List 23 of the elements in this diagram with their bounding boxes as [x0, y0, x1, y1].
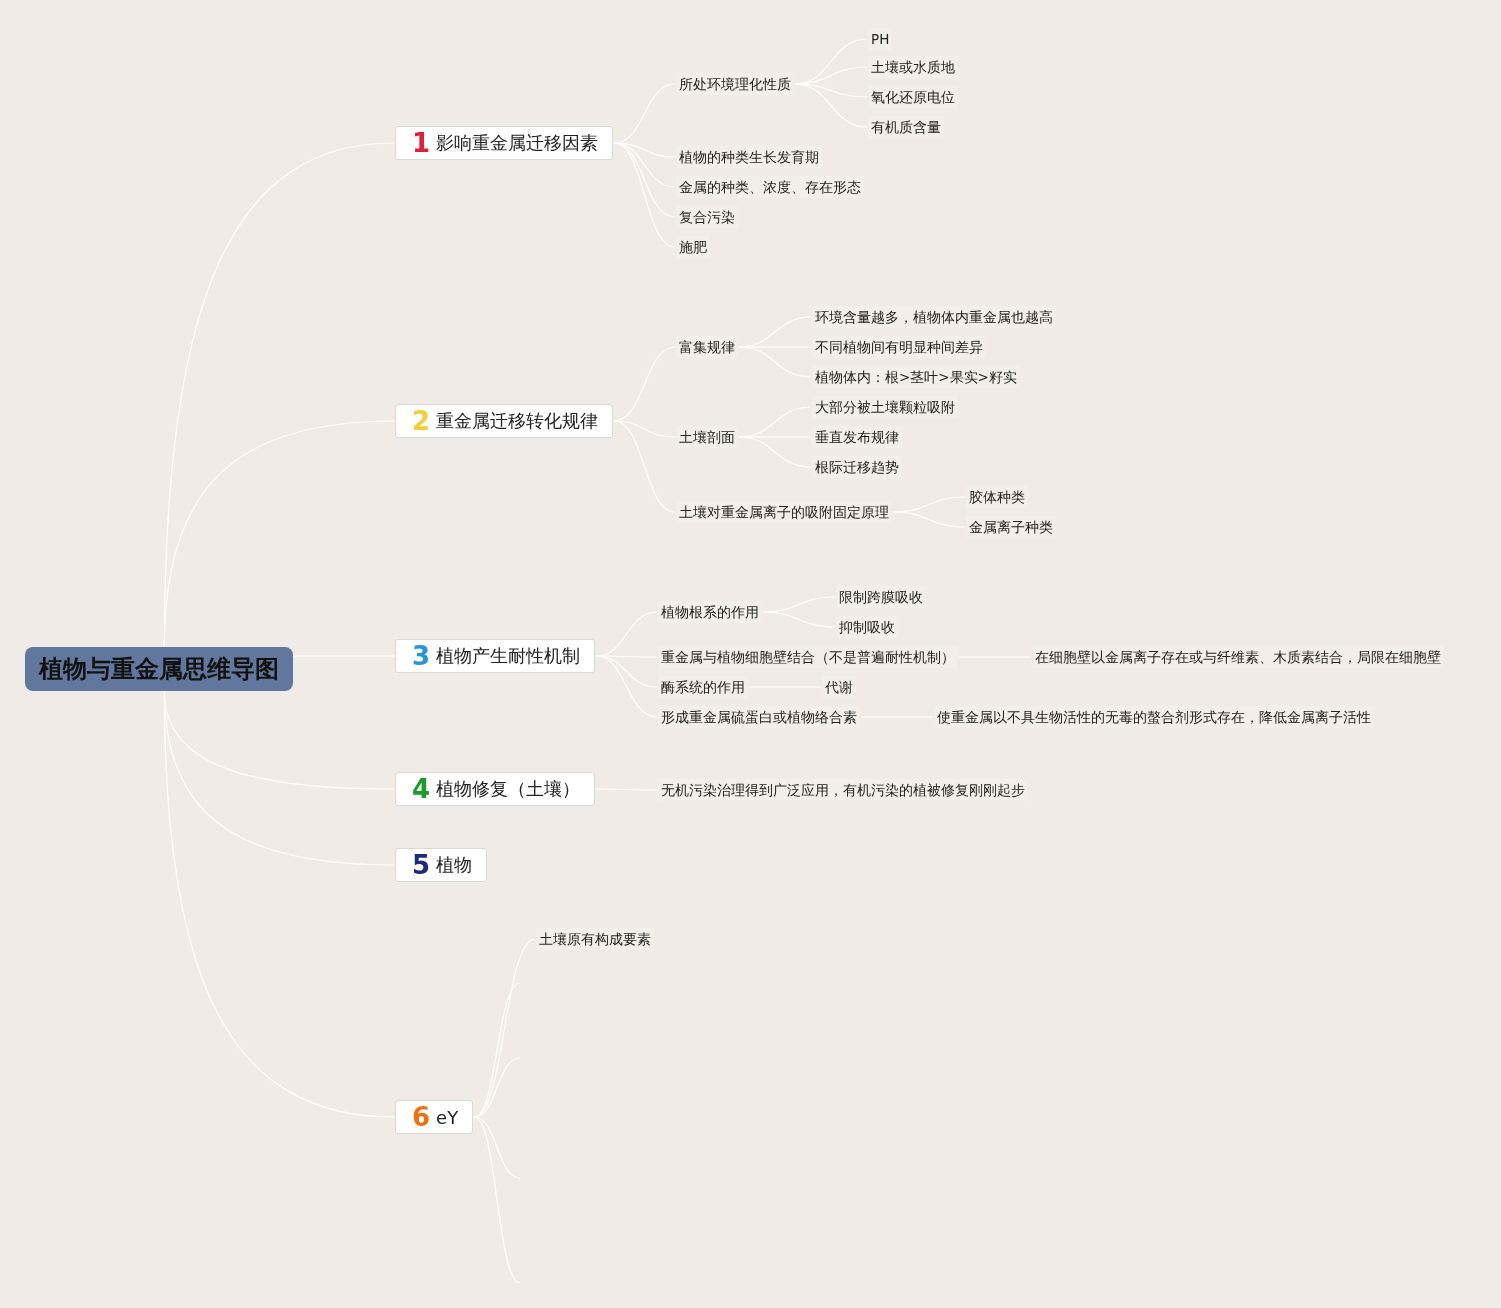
topic-box: [395, 639, 596, 673]
topic-number: 6: [412, 1102, 431, 1132]
topic-title: eY: [436, 1106, 459, 1128]
topic-box: [395, 404, 614, 438]
topic-number: 1: [412, 128, 431, 158]
topic-number: 2: [412, 406, 431, 436]
topic-number: 4: [412, 774, 431, 804]
topic-box: [395, 772, 596, 806]
topic-box: [395, 1100, 474, 1134]
topic-title: 植物产生耐性机制: [436, 644, 581, 668]
branch-line: [892, 511, 966, 528]
topic-title: 影响重金属迁移因素: [436, 131, 599, 155]
topic-number: 3: [412, 641, 431, 671]
branch-line: [473, 1116, 521, 1284]
central-topic: 植物与重金属思维导图: [25, 647, 293, 691]
topic-box: [395, 848, 488, 882]
topic-title: 植物: [436, 853, 473, 877]
topic-title: 重金属迁移转化规律: [436, 409, 599, 433]
branch-line: [762, 611, 836, 628]
topic-title: 植物修复（土壤）: [436, 777, 581, 801]
topic-box: [395, 126, 614, 160]
branch-line: [613, 420, 676, 513]
topic-number: 5: [412, 850, 431, 880]
